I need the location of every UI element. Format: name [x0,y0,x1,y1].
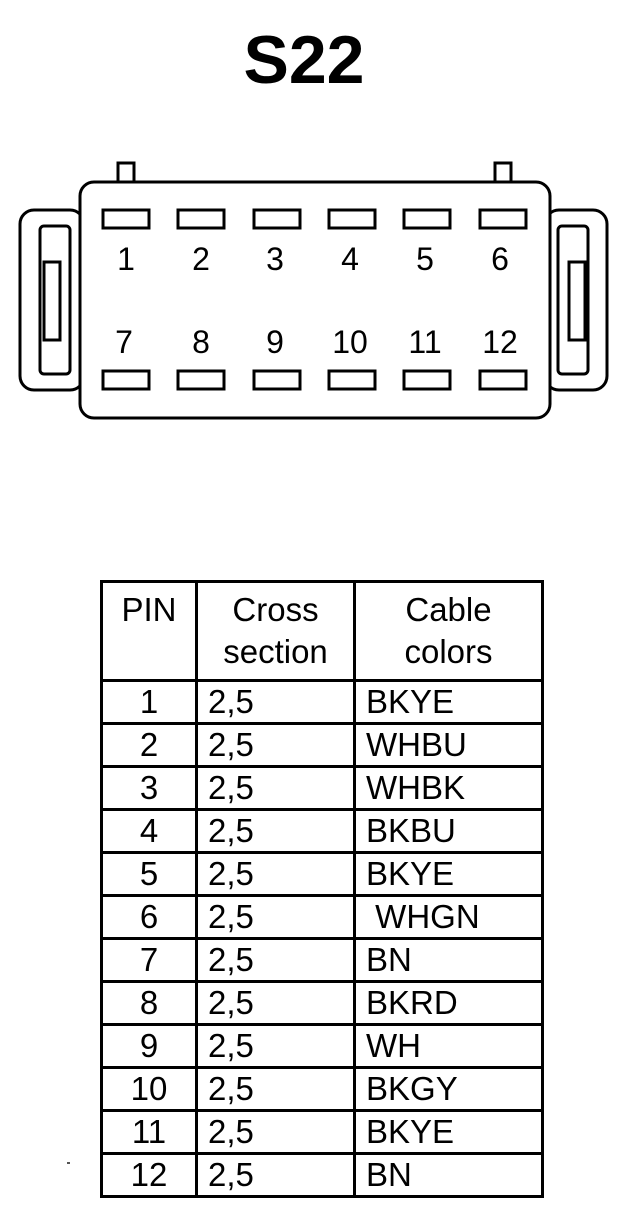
pin-slot-2 [176,208,226,230]
pin-slot-6 [478,208,528,230]
row-cable-color: BN [353,1152,544,1198]
left-latch-slot [42,260,62,342]
table-header-row: PIN Cross section Cable colors [100,580,544,682]
connector-diagram: 1 2 3 4 5 6 7 8 9 10 11 12 [18,161,609,420]
left-latch-outer [18,208,86,392]
row-pin: 2 [100,722,198,768]
header-pin: PIN [100,580,198,682]
row-cross-section: 2,5 [195,722,356,768]
row-pin: 8 [100,980,198,1026]
pin-slot-5 [402,208,452,230]
right-latch-inner [556,224,590,376]
row-pin: 6 [100,894,198,940]
row-cable-color: WHBK [353,765,544,811]
row-pin: 7 [100,937,198,983]
row-pin: 1 [100,679,198,725]
row-pin: 11 [100,1109,198,1155]
row-cross-section: 2,5 [195,679,356,725]
pin-label: 12 [482,324,518,360]
row-cross-section: 2,5 [195,894,356,940]
pin-slot-11 [402,369,452,391]
row-pin: 9 [100,1023,198,1069]
right-top-nub [493,161,513,185]
row-cross-section: 2,5 [195,1109,356,1155]
row-cross-section: 2,5 [195,1152,356,1198]
row-pin: 3 [100,765,198,811]
left-top-nub [116,161,136,185]
pin-label: 3 [266,241,284,277]
pin-slot-3 [252,208,302,230]
row-cross-section: 2,5 [195,851,356,897]
row-cable-color: BKGY [353,1066,544,1112]
row-cable-color: BKYE [353,679,544,725]
row-pin: 10 [100,1066,198,1112]
pin-slot-4 [327,208,377,230]
pin-label: 8 [192,324,210,360]
pin-label: 2 [192,241,210,277]
row-cable-color: WHGN [353,894,544,940]
stray-mark [67,1162,70,1164]
row-pin: 12 [100,1152,198,1198]
row-cross-section: 2,5 [195,808,356,854]
pin-label: 7 [115,324,133,360]
row-cable-color: BN [353,937,544,983]
pin-label: 4 [341,241,359,277]
header-cable-colors: Cable colors [353,580,544,682]
row-cross-section: 2,5 [195,765,356,811]
pin-label: 1 [117,241,135,277]
row-cable-color: BKBU [353,808,544,854]
right-latch-slot [567,260,587,342]
pin-label: 11 [408,324,441,360]
top-row-slots [101,208,528,230]
row-cable-color: WH [353,1023,544,1069]
pin-slot-10 [327,369,377,391]
pin-label: 6 [491,241,509,277]
pin-slot-9 [252,369,302,391]
row-cable-color: WHBU [353,722,544,768]
bottom-row-slots [101,369,528,391]
row-pin: 4 [100,808,198,854]
row-cable-color: BKRD [353,980,544,1026]
pin-label: 9 [266,324,284,360]
pin-slot-1 [101,208,151,230]
pin-slot-12 [478,369,528,391]
row-cable-color: BKYE [353,1109,544,1155]
pin-slot-8 [176,369,226,391]
row-cross-section: 2,5 [195,1066,356,1112]
right-latch-outer [543,208,609,392]
pin-slot-7 [101,369,151,391]
header-cross-section: Cross section [195,580,356,682]
row-pin: 5 [100,851,198,897]
row-cable-color: BKYE [353,851,544,897]
connector-body [78,180,552,420]
pin-label: 10 [332,324,368,360]
pin-label: 5 [416,241,434,277]
row-cross-section: 2,5 [195,937,356,983]
row-cross-section: 2,5 [195,1023,356,1069]
connector-title: S22 [243,22,365,98]
left-latch-inner [38,224,72,376]
row-cross-section: 2,5 [195,980,356,1026]
